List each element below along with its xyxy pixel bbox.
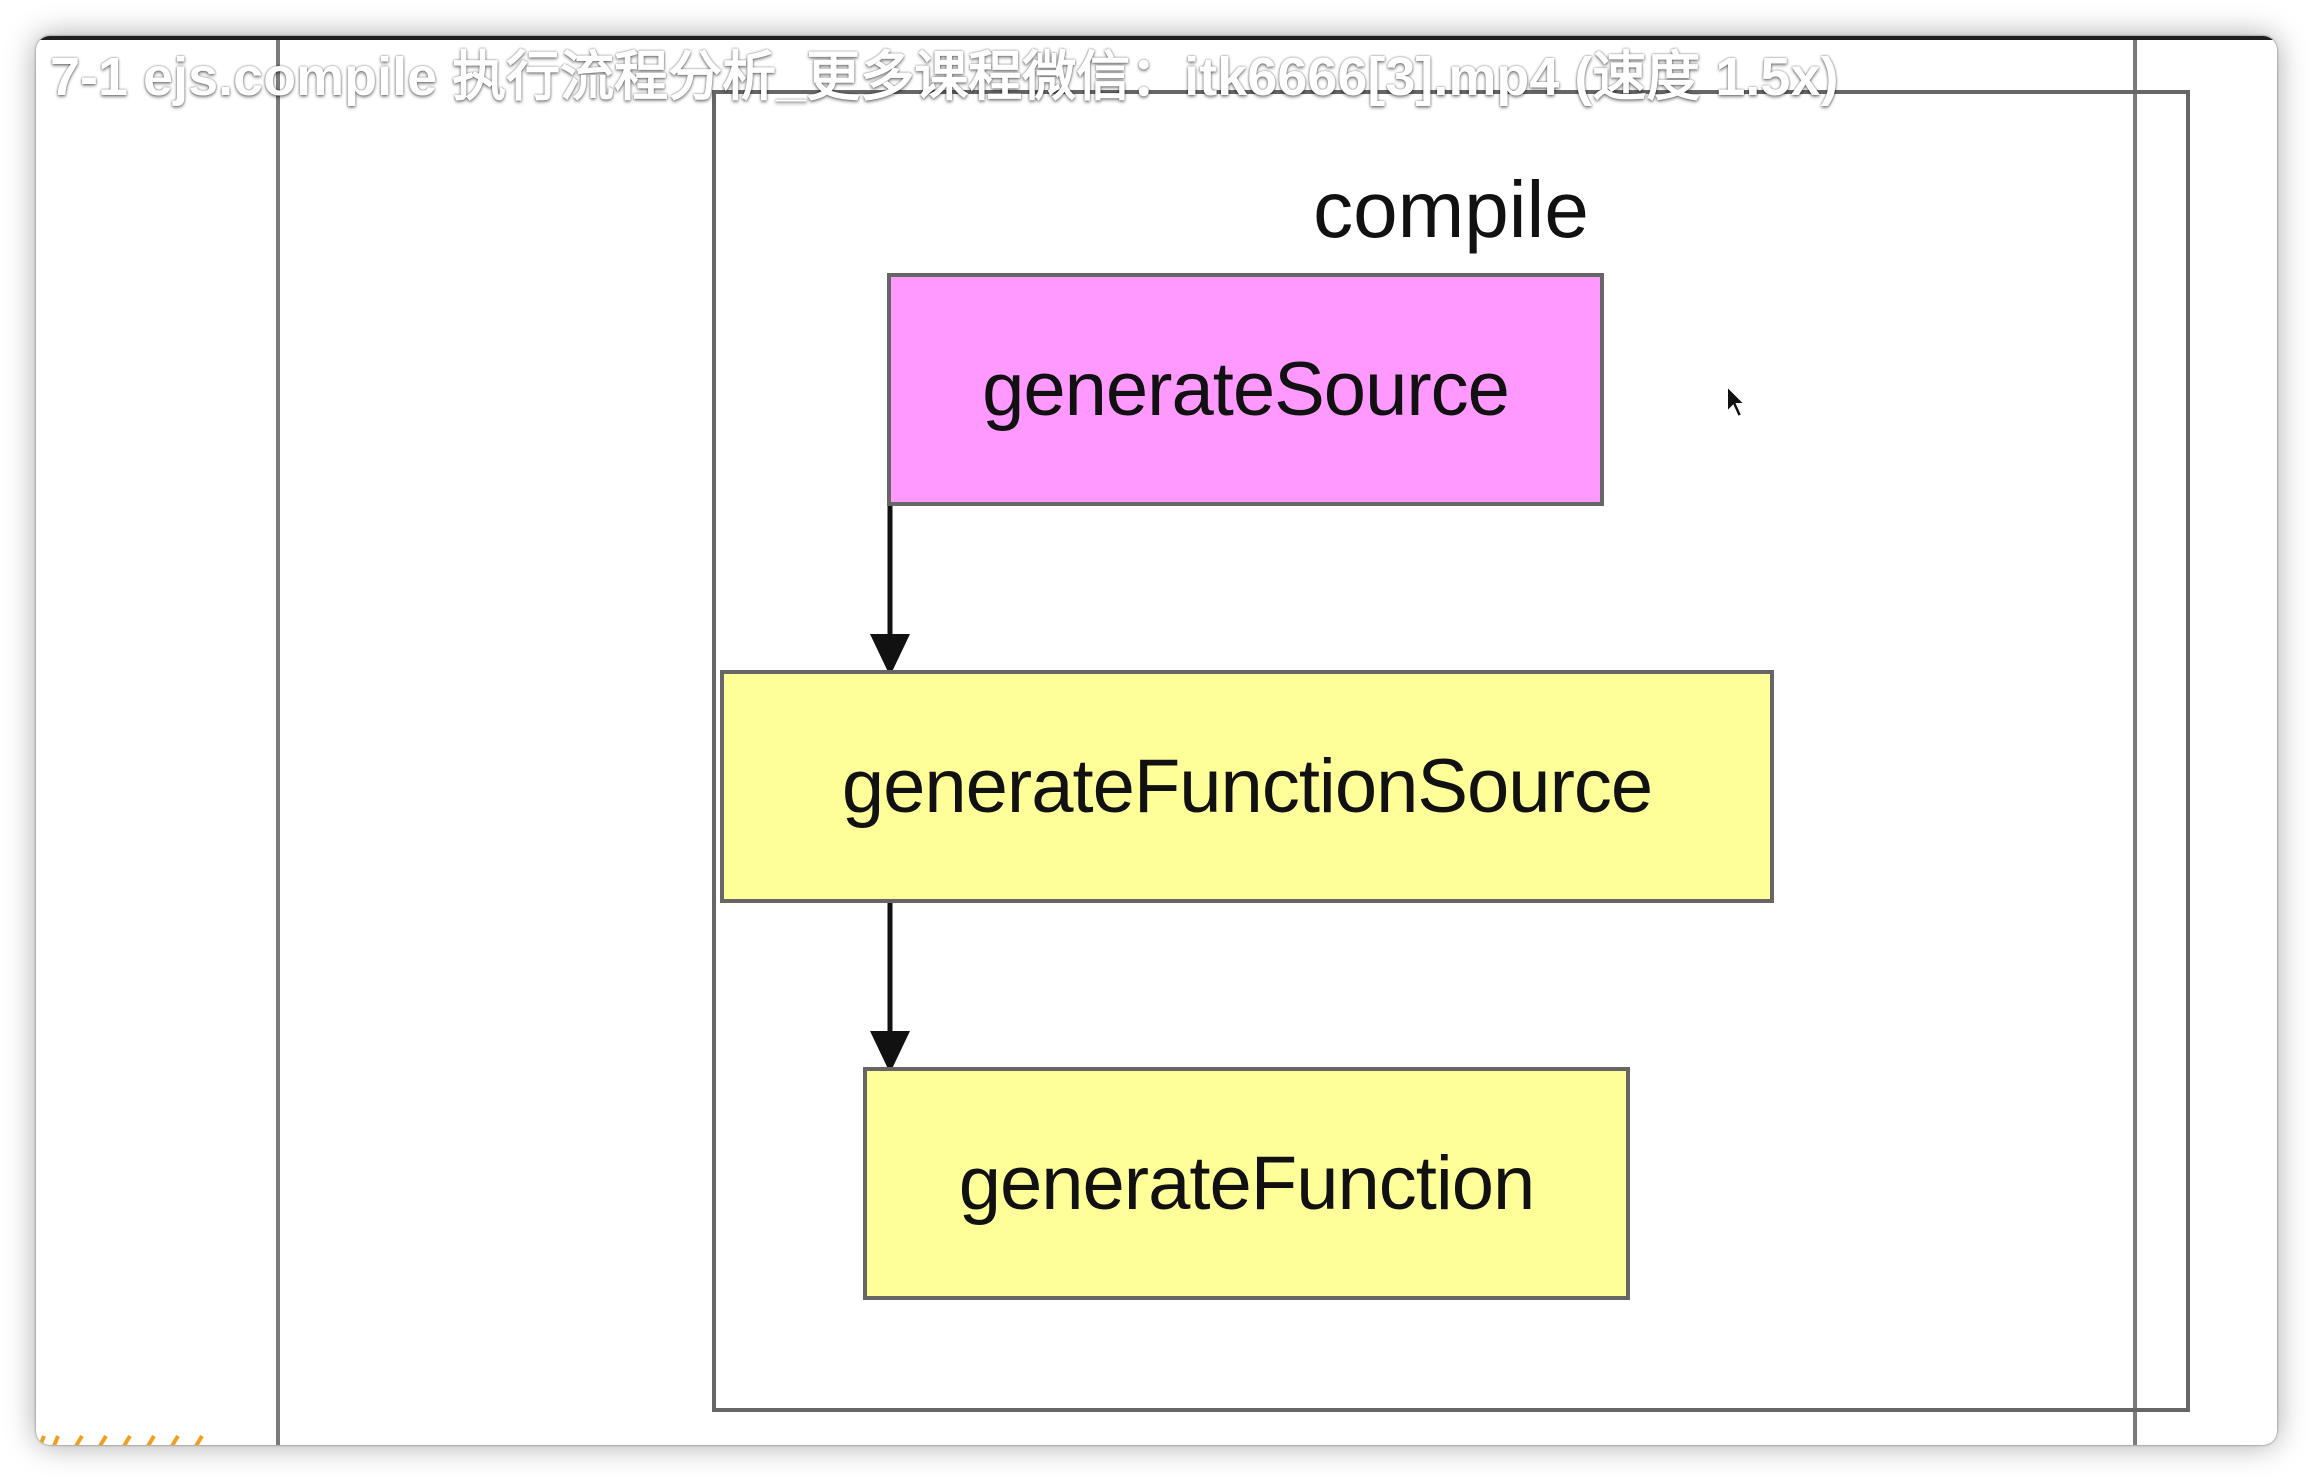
window-top-edge [36, 36, 2277, 40]
compile-container: compile [712, 90, 2190, 1412]
node-generate-function: generateFunction [863, 1067, 1630, 1300]
node-generate-source: generateSource [887, 273, 1604, 506]
arrow-head [870, 1031, 910, 1073]
arrow-head [870, 634, 910, 676]
compile-label: compile [1313, 165, 1589, 254]
slide-frame: compile generateSource generateFunctionS… [276, 40, 2190, 1445]
video-player-window: 7-1 ejs.compile 执行流程分析_更多课程微信：itk6666[3]… [36, 36, 2277, 1445]
video-title-overlay: 7-1 ejs.compile 执行流程分析_更多课程微信：itk6666[3]… [50, 47, 1839, 107]
arrow-function-source-to-function [870, 903, 910, 1073]
orange-stroke-marks [38, 1434, 204, 1445]
mouse-pointer-icon [1726, 384, 1748, 419]
arrow-source-to-function-source [870, 506, 910, 676]
node-generate-function-source: generateFunctionSource [720, 670, 1774, 903]
